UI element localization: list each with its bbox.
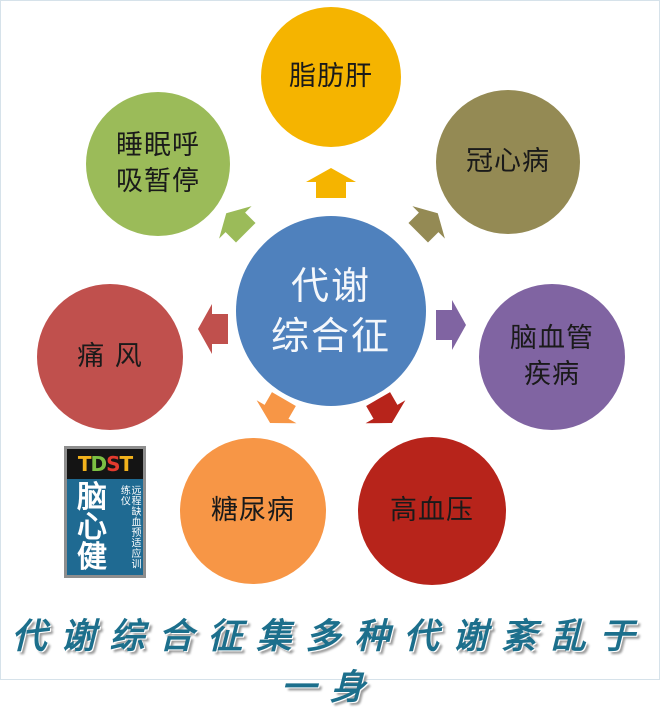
logo-product-name: 脑 心 健 xyxy=(77,480,107,575)
node-hypertension: 高血压 xyxy=(358,437,506,585)
arrow-down-right-icon xyxy=(362,392,408,429)
arrow-down-left-icon xyxy=(254,392,300,429)
arrow-up-right-icon xyxy=(405,205,451,243)
node-label: 糖尿病 xyxy=(211,495,295,526)
center-node-metabolic-syndrome: 代谢 综合征 xyxy=(236,216,426,406)
node-gout: 痛 风 xyxy=(37,284,183,430)
node-label: 脂肪肝 xyxy=(289,61,373,92)
node-sleep-apnea: 睡眠呼 吸暂停 xyxy=(86,92,230,236)
node-label: 睡眠呼 吸暂停 xyxy=(116,130,200,197)
arrow-right-icon xyxy=(436,300,466,350)
logo-product-subtitle: 远程缺血预适应训练仪 xyxy=(118,485,140,569)
tagline-caption: 代谢综合征集多种代谢紊乱于一身 xyxy=(11,616,649,708)
node-label: 痛 风 xyxy=(77,341,143,372)
arrow-up-icon xyxy=(306,168,356,198)
node-fatty-liver: 脂肪肝 xyxy=(261,7,401,147)
node-coronary-heart-disease: 冠心病 xyxy=(436,90,580,234)
node-diabetes: 糖尿病 xyxy=(180,438,326,584)
node-label: 高血压 xyxy=(390,495,474,526)
node-label: 脑血管 疾病 xyxy=(510,323,594,390)
center-label: 代谢 综合征 xyxy=(270,264,391,358)
arrow-up-left-icon xyxy=(213,205,259,243)
arrow-left-icon xyxy=(198,304,228,354)
node-label: 冠心病 xyxy=(466,146,550,177)
node-cerebrovascular-disease: 脑血管 疾病 xyxy=(479,284,625,430)
